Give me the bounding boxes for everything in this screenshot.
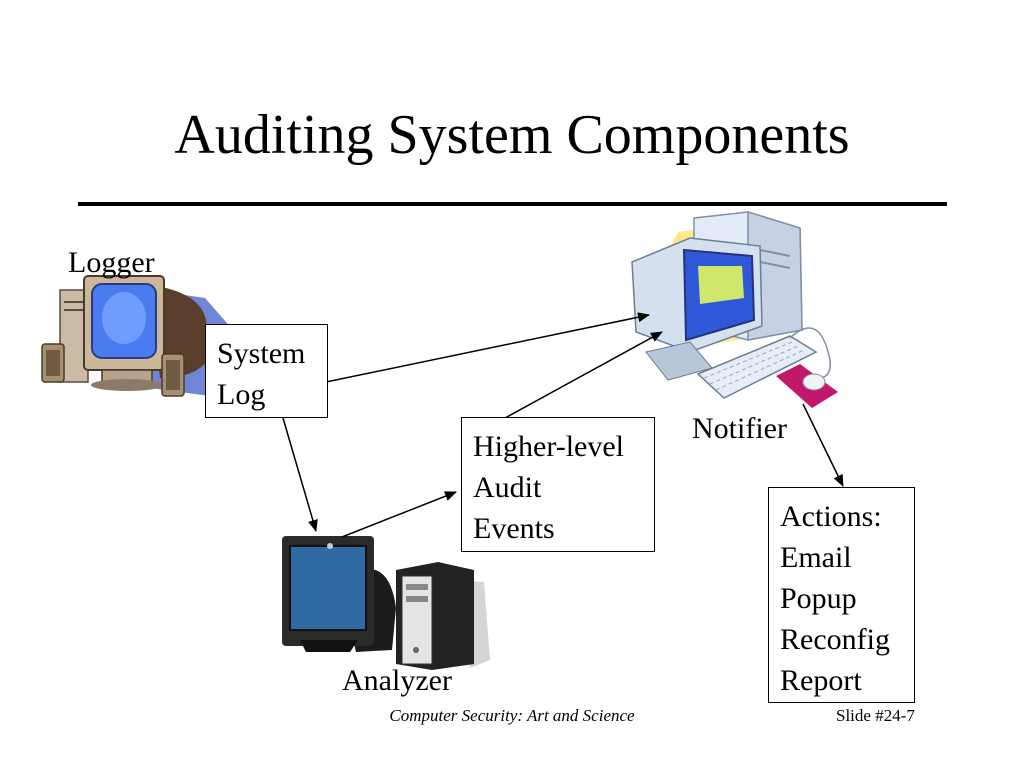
arrow-log-to-analyzer	[282, 417, 318, 532]
actions-box: Actions: Email Popup Reconfig Report	[768, 487, 915, 703]
audit-events-line: Audit	[473, 471, 542, 504]
arrow-log-to-notifier	[325, 312, 650, 383]
actions-line: Reconfig	[780, 623, 890, 656]
footer-book-title: Computer Security: Art and Science	[389, 706, 635, 725]
arrow-analyzer-to-events	[341, 491, 457, 538]
analyzer-computer-icon	[282, 536, 490, 670]
connector-arrows	[282, 312, 844, 538]
system-log-line: Log	[217, 378, 266, 411]
audit-events-line: Events	[473, 512, 555, 545]
notifier-computer-icon	[631, 210, 838, 408]
system-log-line: System	[217, 337, 306, 370]
notifier-label: Notifier	[692, 412, 787, 445]
actions-line: Email	[780, 541, 852, 574]
slide-title: Auditing System Components	[174, 104, 850, 166]
arrow-events-to-notifier	[504, 331, 663, 419]
audit-events-line: Higher-level	[473, 430, 624, 463]
arrow-notifier-to-actions	[802, 403, 844, 487]
system-log-box: System Log	[205, 324, 328, 418]
logger-label: Logger	[68, 246, 155, 279]
actions-line: Actions:	[780, 500, 882, 533]
slide-number: Slide #24-7	[836, 706, 915, 725]
title-divider	[78, 202, 947, 206]
audit-events-box: Higher-level Audit Events	[461, 417, 655, 552]
actions-line: Popup	[780, 582, 857, 615]
actions-line: Report	[780, 664, 862, 697]
analyzer-label: Analyzer	[342, 664, 452, 697]
